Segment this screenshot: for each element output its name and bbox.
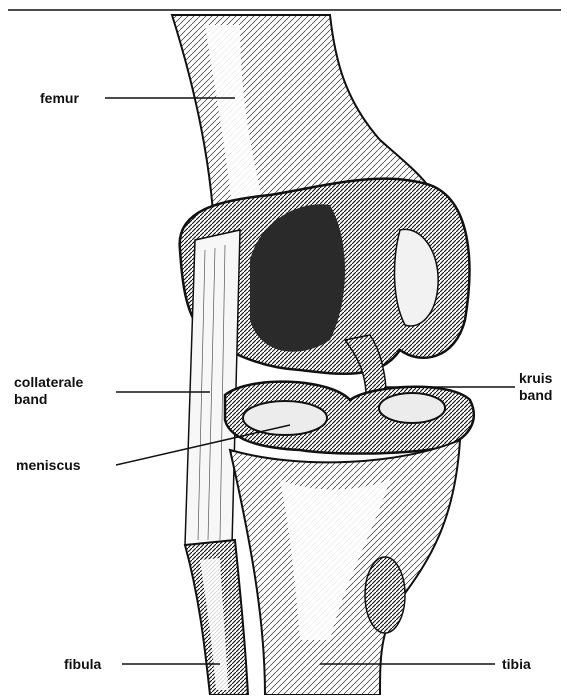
meniscus-right (379, 393, 445, 423)
collateral-ligament (185, 230, 240, 545)
label-collateral-line2: band (14, 391, 83, 408)
label-cruciate-band: kruis band (519, 370, 552, 404)
label-cruciate-line2: band (519, 387, 552, 404)
meniscus-left (243, 401, 327, 435)
label-fibula: fibula (64, 656, 101, 673)
label-collateral-line1: collaterale (14, 374, 83, 391)
label-collateral-band: collaterale band (14, 374, 83, 408)
label-tibia: tibia (502, 656, 531, 673)
label-cruciate-line1: kruis (519, 370, 552, 387)
label-meniscus: meniscus (16, 457, 81, 474)
label-femur: femur (40, 90, 79, 107)
tibial-tuberosity (365, 557, 405, 633)
